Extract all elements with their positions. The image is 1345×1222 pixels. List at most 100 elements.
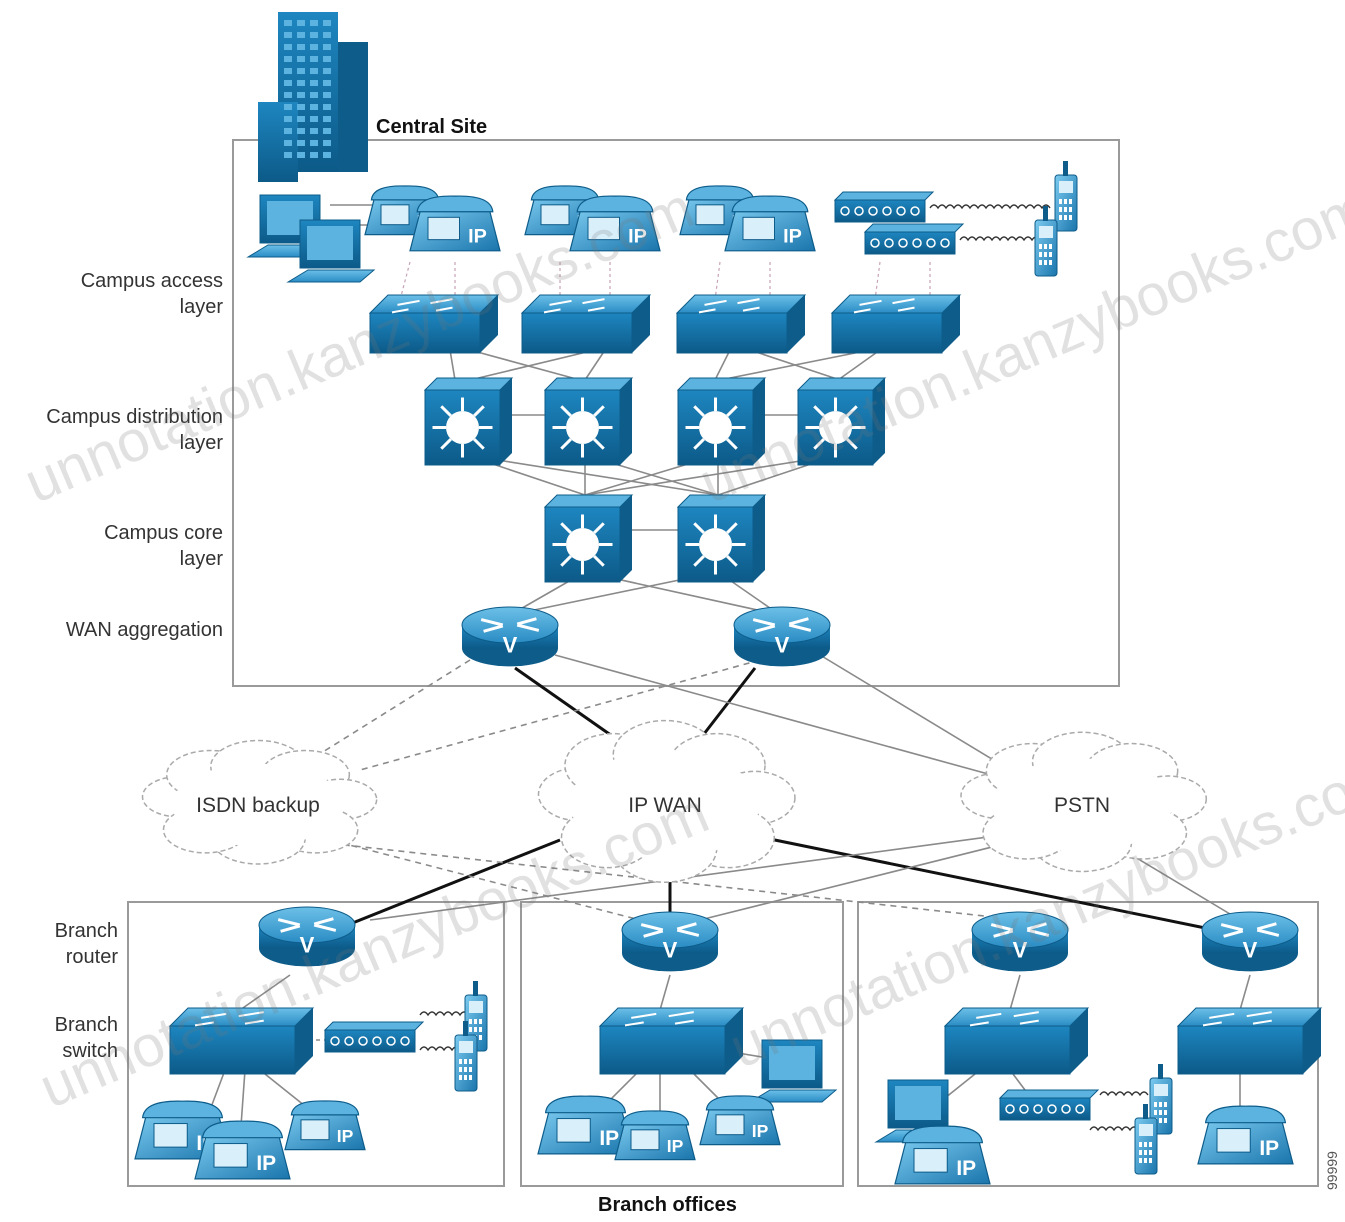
- cloud-pstn: PSTN: [960, 731, 1208, 873]
- branch-router-icon: V: [971, 911, 1069, 972]
- branch-link: [1009, 974, 1021, 1011]
- ip-phone-label: IP: [752, 1121, 769, 1141]
- wan-aggregation-router-icon: V: [733, 606, 831, 667]
- dist-core-link: [465, 454, 719, 496]
- router-voice-label: V: [1243, 937, 1258, 962]
- ip-phone-icon: IP: [1197, 1105, 1294, 1165]
- wireless-access-point-icon: [998, 1089, 1100, 1121]
- access-dist-link: [837, 349, 881, 381]
- distribution-switch-icon: [543, 377, 634, 466]
- router-voice-label: V: [503, 632, 518, 657]
- ip-phone-label: IP: [468, 225, 487, 247]
- wireless-phone-icon: [1054, 161, 1078, 232]
- access-dist-link: [469, 349, 581, 381]
- pstn-link: [554, 654, 1011, 781]
- access-dist-link: [469, 349, 596, 381]
- access-switch-icon: [368, 294, 500, 354]
- ip-phone-icon: IP: [537, 1095, 634, 1155]
- central-site-title: Central Site: [376, 116, 488, 138]
- ip-phone-label: IP: [667, 1136, 684, 1156]
- branch-router-icon: V: [258, 906, 356, 967]
- central-site-frame: [232, 139, 1120, 687]
- branch-link: [1239, 974, 1251, 1011]
- wireless-link: [929, 204, 1051, 210]
- distribution-switch-icon: [796, 377, 887, 466]
- wan-link: [764, 836, 1216, 932]
- access-switch-icon: [520, 294, 652, 354]
- ip-phone-label: IP: [1259, 1137, 1279, 1160]
- branch-switch-icon: [943, 1007, 1090, 1075]
- branch-office-frame-1: [127, 901, 505, 1187]
- core-switch-icon: [543, 494, 634, 583]
- ip-phone-label: IP: [956, 1157, 976, 1180]
- cloud-ip-wan-label: IP WAN: [628, 794, 702, 817]
- branch-offices-title: Branch offices: [598, 1194, 737, 1216]
- label-campus-access-layer: Campus access layer: [80, 270, 223, 318]
- branch-switch-icon: [598, 1007, 745, 1075]
- access-dist-link: [714, 349, 731, 381]
- cloud-pstn-label: PSTN: [1054, 794, 1110, 817]
- branch-office-frame-2: [520, 901, 844, 1187]
- phone-uplink: [714, 261, 721, 301]
- ip-phone-icon: IP: [724, 195, 816, 252]
- wan-aggregation-router-icon: V: [461, 606, 559, 667]
- core-switch-icon: [676, 494, 767, 583]
- wireless-access-point-icon: [863, 223, 965, 255]
- dist-core-link: [584, 454, 839, 496]
- ip-phone-icon: IP: [409, 195, 501, 252]
- wireless-link: [419, 1046, 461, 1052]
- cloud-isdn-backup-label: ISDN backup: [196, 794, 320, 817]
- branch-router-icon: V: [1201, 911, 1299, 972]
- wireless-phone-icon: [1034, 206, 1058, 277]
- ip-phone-icon: IP: [284, 1100, 366, 1151]
- access-dist-link: [584, 349, 606, 381]
- phone-uplink: [399, 261, 411, 301]
- ip-phone-label: IP: [256, 1152, 276, 1175]
- isdn-link: [309, 659, 471, 761]
- access-switch-icon: [830, 294, 962, 354]
- ip-phone-icon: IP: [699, 1095, 781, 1146]
- ip-phone-icon: IP: [894, 1125, 991, 1185]
- wireless-access-point-icon: [833, 191, 935, 223]
- isdn-link: [359, 659, 761, 771]
- branch-switch-icon: [168, 1007, 315, 1075]
- isdn-link: [329, 839, 641, 921]
- ip-phone-label: IP: [628, 225, 647, 247]
- ip-phone-icon: IP: [134, 1100, 231, 1160]
- branch-link: [659, 974, 671, 1011]
- phone-uplink: [874, 261, 881, 301]
- wireless-link: [1089, 1126, 1139, 1132]
- pstn-link: [369, 829, 1041, 921]
- wireless-access-point-icon: [323, 1021, 425, 1053]
- figure-id: 99999: [1324, 1151, 1340, 1190]
- label-branch-switch: Branch switch: [54, 1014, 118, 1062]
- ip-phone-label: IP: [599, 1127, 619, 1150]
- router-voice-label: V: [300, 932, 315, 957]
- label-campus-distribution-layer: Campus distribution layer: [46, 406, 223, 454]
- wireless-phone-icon: [1134, 1104, 1158, 1175]
- ip-phone-icon: IP: [194, 1120, 291, 1180]
- ip-phone-label: IP: [783, 225, 802, 247]
- label-campus-core-layer: Campus core layer: [104, 522, 223, 570]
- branch-router-icon: V: [621, 911, 719, 972]
- distribution-switch-icon: [676, 377, 767, 466]
- router-voice-label: V: [775, 632, 790, 657]
- ip-phone-label: IP: [337, 1126, 354, 1146]
- wireless-link: [959, 236, 1041, 242]
- cloud-ip-wan: IP WAN: [537, 719, 796, 883]
- distribution-switch-icon: [423, 377, 514, 466]
- label-branch-router: Branch router: [54, 920, 118, 968]
- access-dist-link: [449, 349, 456, 381]
- wireless-link: [1099, 1091, 1149, 1097]
- wan-link: [334, 838, 561, 932]
- ip-phone-icon: IP: [614, 1110, 696, 1161]
- wireless-phone-icon: [454, 1021, 478, 1092]
- router-voice-label: V: [1013, 937, 1028, 962]
- branch-switch-icon: [1176, 1007, 1323, 1075]
- computer-icon: [748, 1039, 838, 1103]
- access-dist-link: [719, 349, 871, 381]
- server-computer-icon: [286, 219, 376, 283]
- branch-link: [209, 1069, 226, 1111]
- branch-link: [239, 974, 291, 1011]
